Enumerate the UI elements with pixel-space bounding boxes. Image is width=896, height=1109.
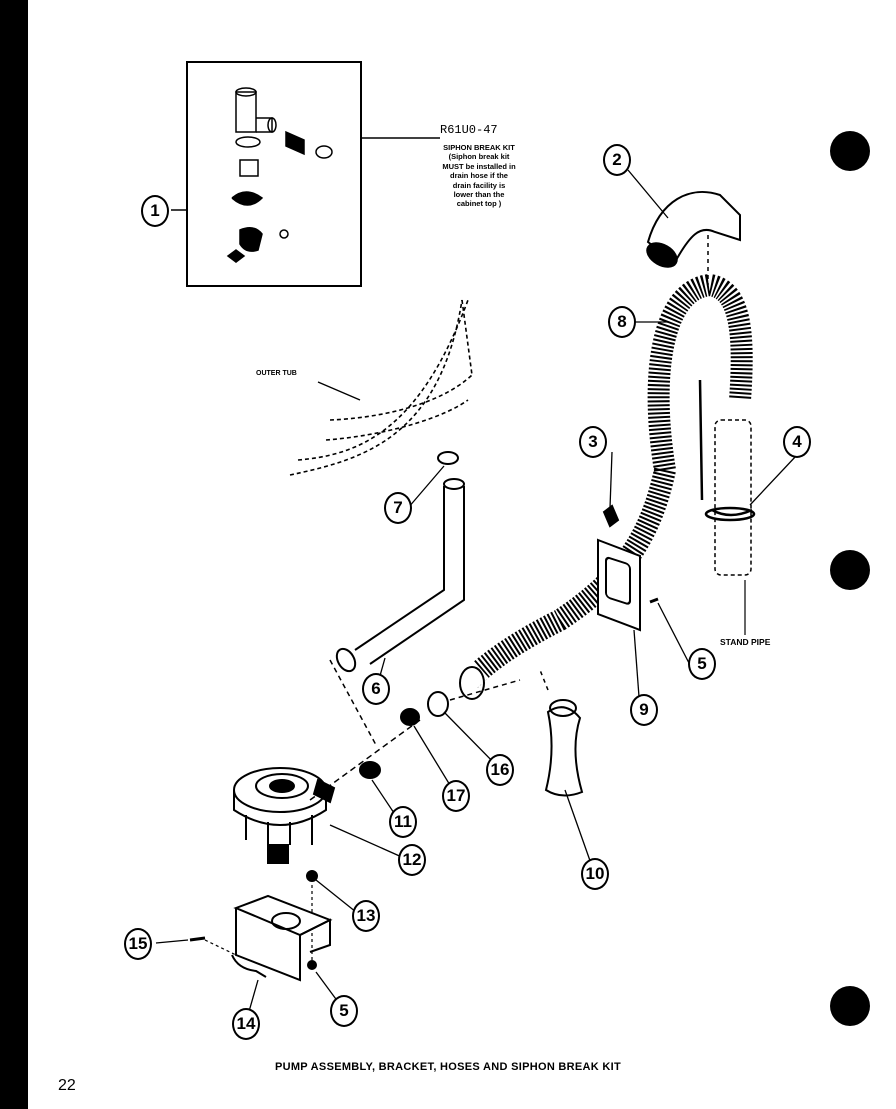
- callout-17: 17: [442, 780, 470, 812]
- callout-2: 2: [603, 144, 631, 176]
- damper-10: [544, 706, 584, 797]
- callout-1: 1: [141, 195, 169, 227]
- kit-note-line: cabinet top ): [456, 199, 502, 209]
- callout-15: 15: [124, 928, 152, 960]
- siphon-kit-inset: [186, 61, 362, 287]
- kit-note-line: lower than the: [453, 190, 505, 200]
- callout-11: 11: [389, 806, 417, 838]
- kit-note-line: drain facility is: [452, 180, 506, 190]
- stand-pipe: [714, 419, 752, 576]
- callout-10: 10: [581, 858, 609, 890]
- outer-tub: [289, 299, 473, 476]
- punch-hole: [830, 986, 870, 1026]
- punch-hole: [830, 550, 870, 590]
- callout-13: 13: [352, 900, 380, 932]
- corrugated-hose-8: [647, 273, 753, 472]
- callout-14: 14: [232, 1008, 260, 1040]
- punch-hole: [830, 131, 870, 171]
- elbow-2: [646, 191, 741, 264]
- callout-4: 4: [783, 426, 811, 458]
- pump-assembly-12: [233, 767, 336, 864]
- callout-5b: 5: [330, 995, 358, 1027]
- figure-caption: PUMP ASSEMBLY, BRACKET, HOSES AND SIPHON…: [274, 1061, 622, 1073]
- siphon-kit-parts: [226, 87, 333, 263]
- callout-8: 8: [608, 306, 636, 338]
- outer-tub-label: OUTER TUB: [256, 370, 297, 377]
- pump-bracket-14: [231, 894, 333, 982]
- drain-hose-6: [354, 486, 465, 665]
- callout-12: 12: [398, 844, 426, 876]
- kit-note-line: (Siphon break kit: [448, 152, 510, 162]
- callout-16: 16: [486, 754, 514, 786]
- siphon-kit-part-number: R61U0-47: [440, 123, 498, 137]
- callout-9: 9: [630, 694, 658, 726]
- bracket-9: [597, 538, 641, 632]
- callout-6: 6: [362, 673, 390, 705]
- callout-7: 7: [384, 492, 412, 524]
- kit-note-line: MUST be installed in: [442, 161, 516, 171]
- siphon-kit-note: SIPHON BREAK KIT (Siphon break kit MUST …: [404, 143, 554, 209]
- kit-note-line: drain hose if the: [450, 171, 508, 181]
- stand-pipe-label: STAND PIPE: [720, 637, 771, 647]
- callout-5a: 5: [688, 648, 716, 680]
- page-number: 22: [58, 1077, 76, 1094]
- kit-note-line: SIPHON BREAK KIT: [443, 143, 515, 152]
- callout-3: 3: [579, 426, 607, 458]
